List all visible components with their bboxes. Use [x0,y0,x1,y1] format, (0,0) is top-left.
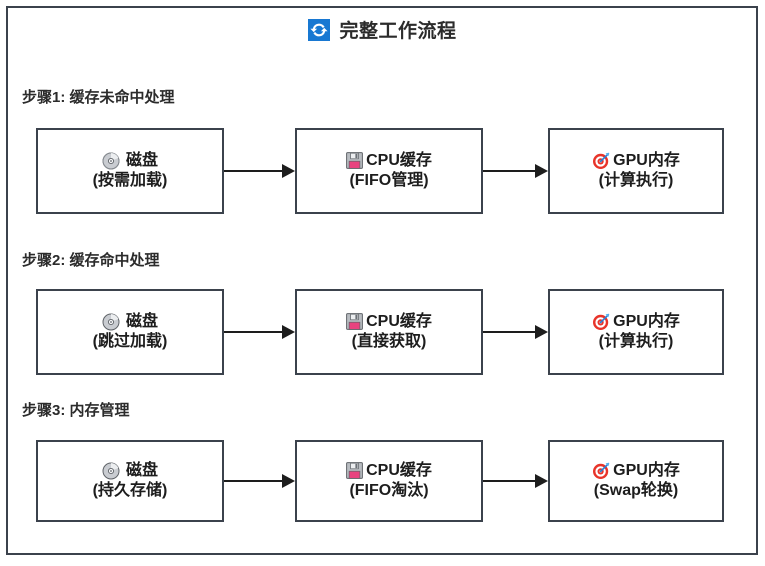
node-step2-disk[interactable]: 磁盘 (跳过加载) [36,289,224,375]
node-title-row: GPU内存 [592,461,680,481]
node-subtitle: (FIFO淘汰) [349,482,429,499]
node-step1-gpu-memory[interactable]: GPU内存 (计算执行) [548,128,724,214]
node-title-row: CPU缓存 [346,312,432,332]
sync-icon [308,18,331,41]
optical-disk-icon [102,313,120,331]
dart-target-icon [592,152,610,170]
node-title: CPU缓存 [366,312,432,330]
node-subtitle: (持久存储) [92,482,168,499]
step-label-1: 步骤1: 缓存未命中处理 [22,89,175,106]
node-title-row: 磁盘 [102,151,158,171]
arrow-step1-disk-to-cache [224,164,295,178]
node-title: GPU内存 [613,312,680,330]
floppy-disk-icon [346,313,363,331]
node-title: 磁盘 [125,461,158,479]
node-title: CPU缓存 [366,151,432,169]
node-step3-disk[interactable]: 磁盘 (持久存储) [36,440,224,522]
node-title: GPU内存 [613,151,680,169]
node-title: CPU缓存 [366,461,432,479]
dart-target-icon [592,462,610,480]
step-label-3: 步骤3: 内存管理 [22,402,130,419]
node-subtitle: (计算执行) [598,333,674,350]
floppy-disk-icon [346,152,363,170]
node-title-row: GPU内存 [592,151,680,171]
node-title: 磁盘 [125,312,158,330]
diagram-title-row: 完整工作流程 [0,16,765,43]
node-step2-gpu-memory[interactable]: GPU内存 (计算执行) [548,289,724,375]
step-label-2: 步骤2: 缓存命中处理 [22,252,160,269]
arrow-step2-disk-to-cache [224,325,295,339]
page-title: 完整工作流程 [339,21,457,42]
arrow-step1-cache-to-gpu [483,164,548,178]
node-step2-cpu-cache[interactable]: CPU缓存 (直接获取) [295,289,483,375]
floppy-disk-icon [346,462,363,480]
node-step3-gpu-memory[interactable]: GPU内存 (Swap轮换) [548,440,724,522]
optical-disk-icon [102,462,120,480]
node-subtitle: (Swap轮换) [593,482,679,499]
node-title-row: CPU缓存 [346,461,432,481]
optical-disk-icon [102,152,120,170]
arrow-step3-disk-to-cache [224,474,295,488]
node-title: GPU内存 [613,461,680,479]
node-subtitle: (计算执行) [598,172,674,189]
node-title-row: CPU缓存 [346,151,432,171]
node-subtitle: (按需加载) [92,172,168,189]
node-title: 磁盘 [125,151,158,169]
dart-target-icon [592,313,610,331]
arrow-step3-cache-to-gpu [483,474,548,488]
node-subtitle: (跳过加载) [92,333,168,350]
node-title-row: GPU内存 [592,312,680,332]
node-step1-disk[interactable]: 磁盘 (按需加载) [36,128,224,214]
node-step3-cpu-cache[interactable]: CPU缓存 (FIFO淘汰) [295,440,483,522]
node-step1-cpu-cache[interactable]: CPU缓存 (FIFO管理) [295,128,483,214]
node-subtitle: (直接获取) [351,333,427,350]
node-subtitle: (FIFO管理) [349,172,429,189]
arrow-step2-cache-to-gpu [483,325,548,339]
node-title-row: 磁盘 [102,312,158,332]
node-title-row: 磁盘 [102,461,158,481]
